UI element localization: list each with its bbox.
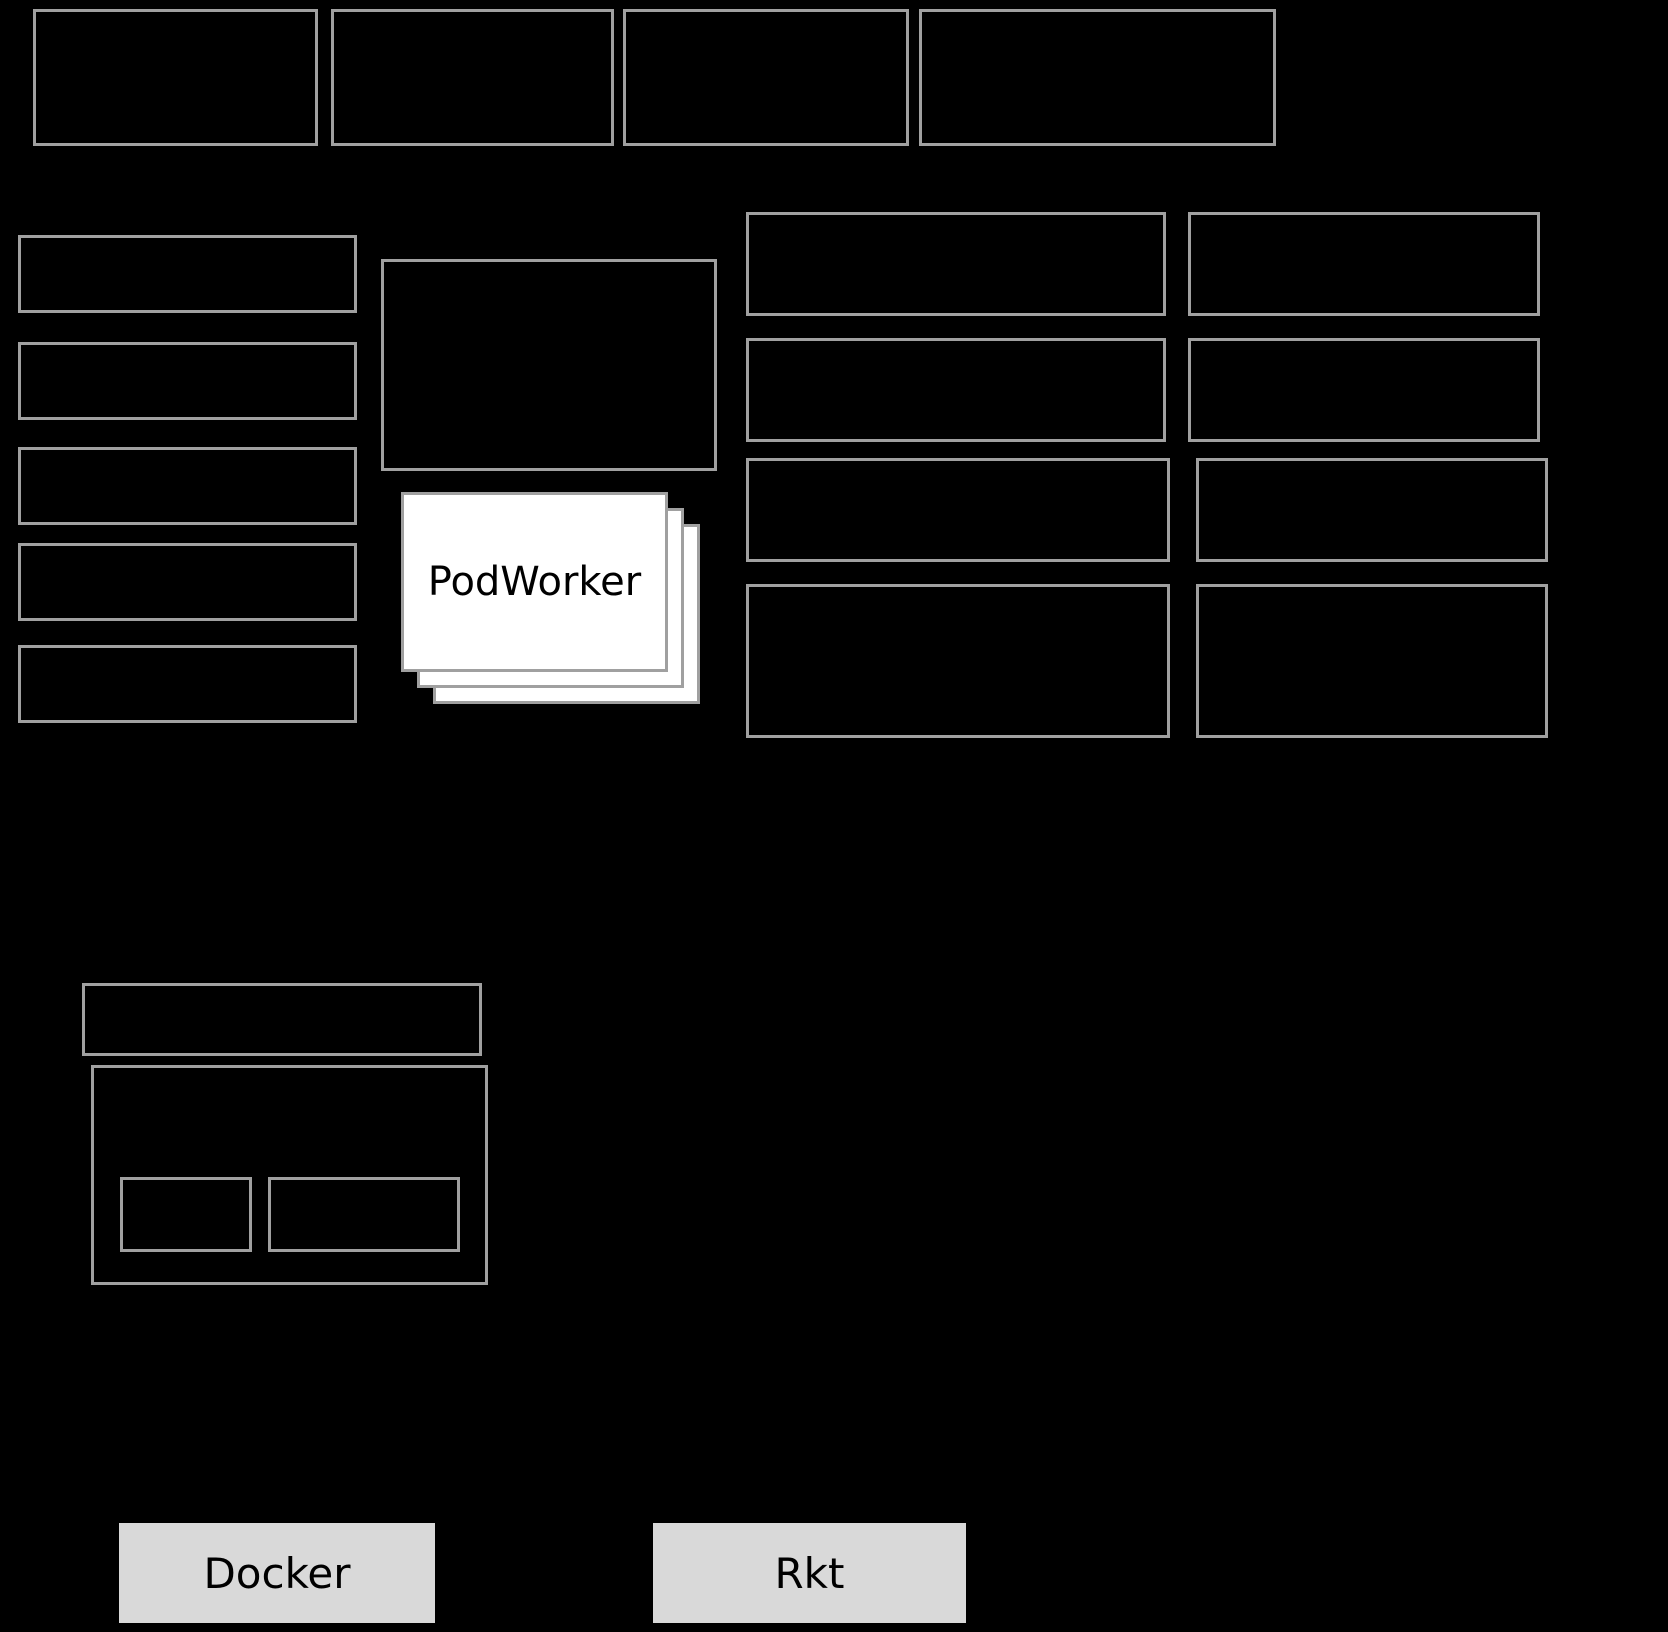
docker-button[interactable]: Docker: [119, 1523, 435, 1623]
right-outer-box-2[interactable]: [1188, 338, 1540, 442]
top-row-box-1[interactable]: [33, 9, 318, 146]
left-column-box-3[interactable]: [18, 447, 357, 525]
bottom-group-inner-box-2[interactable]: [268, 1177, 460, 1252]
right-inner-box-4[interactable]: [746, 584, 1170, 738]
left-column-box-5[interactable]: [18, 645, 357, 723]
podworker-card-stack[interactable]: PodWorker: [401, 492, 700, 704]
right-outer-box-1[interactable]: [1188, 212, 1540, 316]
top-row-box-3[interactable]: [623, 9, 909, 146]
bottom-group-container-box[interactable]: [91, 1065, 488, 1285]
left-column-box-4[interactable]: [18, 543, 357, 621]
right-outer-box-4[interactable]: [1196, 584, 1548, 738]
right-inner-box-2[interactable]: [746, 338, 1166, 442]
docker-button-label: Docker: [203, 1548, 351, 1598]
rkt-button[interactable]: Rkt: [653, 1523, 966, 1623]
podworker-card-front[interactable]: PodWorker: [401, 492, 668, 672]
left-column-box-1[interactable]: [18, 235, 357, 313]
podworker-card-label: PodWorker: [427, 559, 642, 605]
bottom-group-inner-box-1[interactable]: [120, 1177, 252, 1252]
left-column-box-2[interactable]: [18, 342, 357, 420]
center-top-box[interactable]: [381, 259, 717, 471]
right-inner-box-3[interactable]: [746, 458, 1170, 562]
rkt-button-label: Rkt: [774, 1548, 845, 1598]
right-inner-box-1[interactable]: [746, 212, 1166, 316]
top-row-box-4[interactable]: [919, 9, 1276, 146]
bottom-group-header-box[interactable]: [82, 983, 482, 1056]
right-outer-box-3[interactable]: [1196, 458, 1548, 562]
top-row-box-2[interactable]: [331, 9, 614, 146]
